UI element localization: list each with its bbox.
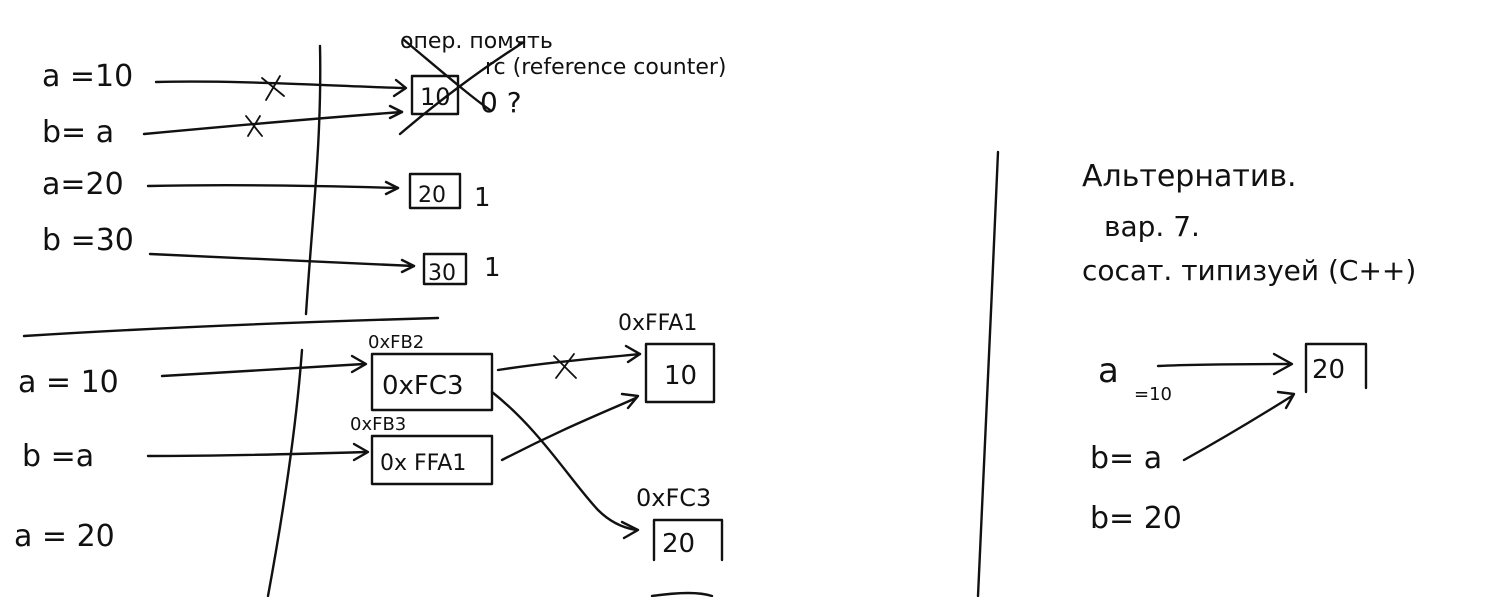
addr-fb3: 0xFB3 xyxy=(350,414,406,435)
arrow-ffa1-to-10 xyxy=(500,396,638,462)
arrow-cell-to-20 xyxy=(490,390,638,532)
section-alternative: Альтернатив. вар. 7. сосат. типизуей (C+… xyxy=(976,150,1416,597)
strike-line-1 xyxy=(402,38,492,112)
cell-fc3-value: 0xFC3 xyxy=(382,371,464,401)
box-20 xyxy=(408,172,462,210)
arrow-b-to-10 xyxy=(142,110,404,136)
arrowhead-a-to-cell-fc3 xyxy=(350,354,368,374)
stmt-a-equals-10-second: a = 10 xyxy=(18,365,119,400)
refcount-10: 0 ? xyxy=(480,86,522,119)
alt-stmt-b-equals-a: b= a xyxy=(1090,441,1162,476)
alt-arrow-b-to-20 xyxy=(1182,394,1294,462)
alt-stmt-a-sub: =10 xyxy=(1134,384,1172,405)
arrow-a-to-20 xyxy=(146,183,400,190)
note-memory: опер. помять xyxy=(400,29,553,54)
alt-stmt-b-equals-20: b= 20 xyxy=(1090,501,1182,536)
arrow-b-to-cell-ffa1 xyxy=(146,450,368,458)
cross-mark-b xyxy=(245,115,263,137)
box-30-value: 30 xyxy=(428,261,456,286)
strike-line-2 xyxy=(398,40,526,136)
section3-divider xyxy=(976,150,1000,597)
section2-divider xyxy=(266,348,304,597)
arrowhead-b-to-30 xyxy=(400,258,416,274)
arrowhead-cell-to-20 xyxy=(620,520,640,540)
arrowhead-b-to-10 xyxy=(388,104,404,120)
alt-line-2: вар. 7. xyxy=(1104,210,1200,243)
alt-arrowhead-b-to-20 xyxy=(1276,390,1296,410)
section-separator xyxy=(22,316,440,338)
stmt-b-equals-a-second: b =a xyxy=(22,439,94,474)
partial-stroke-bottom xyxy=(650,591,714,597)
addr-fc3: 0xFC3 xyxy=(636,484,711,512)
alt-stmt-a: a xyxy=(1098,351,1119,391)
addr-ffa1: 0xFFA1 xyxy=(618,311,697,336)
arrowhead-a-to-10 xyxy=(392,78,408,98)
section1-divider xyxy=(304,44,322,316)
stmt-a-equals-20-second: a = 20 xyxy=(14,519,115,554)
refcount-20: 1 xyxy=(474,183,491,213)
alt-title: Альтернатив. xyxy=(1082,159,1297,194)
box-20-heap-value: 20 xyxy=(662,529,695,559)
box-10-heap xyxy=(644,342,716,404)
alt-box-20 xyxy=(1304,342,1368,394)
cross-mark-cell-to-10 xyxy=(553,353,577,379)
arrowhead-a-to-20 xyxy=(384,180,400,196)
box-20-value: 20 xyxy=(418,183,446,208)
section-pointer-model: a = 10 b =a a = 20 0xFB2 0xFC3 0xFB3 0x … xyxy=(14,311,724,597)
cell-ffa1-value: 0x FFA1 xyxy=(380,451,466,476)
stmt-a-equals-20: a=20 xyxy=(42,167,124,202)
arrow-b-to-30 xyxy=(148,252,416,268)
arrow-cell-to-10 xyxy=(496,352,642,372)
alt-arrow-a-to-20 xyxy=(1156,362,1292,368)
arrow-a-to-cell-fc3 xyxy=(160,362,366,378)
section-reference-counting: a =10 b= a a=20 b =30 опер. помять rc (r… xyxy=(22,29,727,338)
stmt-a-equals-10: a =10 xyxy=(42,59,133,94)
cell-fc3 xyxy=(370,352,494,412)
box-10-heap-value: 10 xyxy=(664,361,697,391)
cell-ffa1 xyxy=(370,434,494,486)
stmt-b-equals-30: b =30 xyxy=(42,223,134,258)
note-reference-counter: rc (reference counter) xyxy=(485,55,727,80)
cross-mark-a xyxy=(261,75,285,101)
addr-fb2: 0xFB2 xyxy=(368,332,424,353)
alt-box-20-value: 20 xyxy=(1312,355,1345,385)
box-10 xyxy=(410,74,460,116)
arrow-a-to-10 xyxy=(154,80,406,90)
refcount-30: 1 xyxy=(484,253,501,283)
box-20-heap xyxy=(652,518,724,562)
alt-arrowhead-a-to-20 xyxy=(1272,352,1294,376)
arrowhead-b-to-cell-ffa1 xyxy=(352,442,370,462)
arrowhead-ffa1-to-10 xyxy=(620,392,640,410)
arrowhead-cell-to-10 xyxy=(624,344,642,364)
box-30 xyxy=(422,252,468,286)
stmt-b-equals-a: b= a xyxy=(42,115,114,150)
alt-line-3: сосат. типизуей (C++) xyxy=(1082,254,1416,287)
